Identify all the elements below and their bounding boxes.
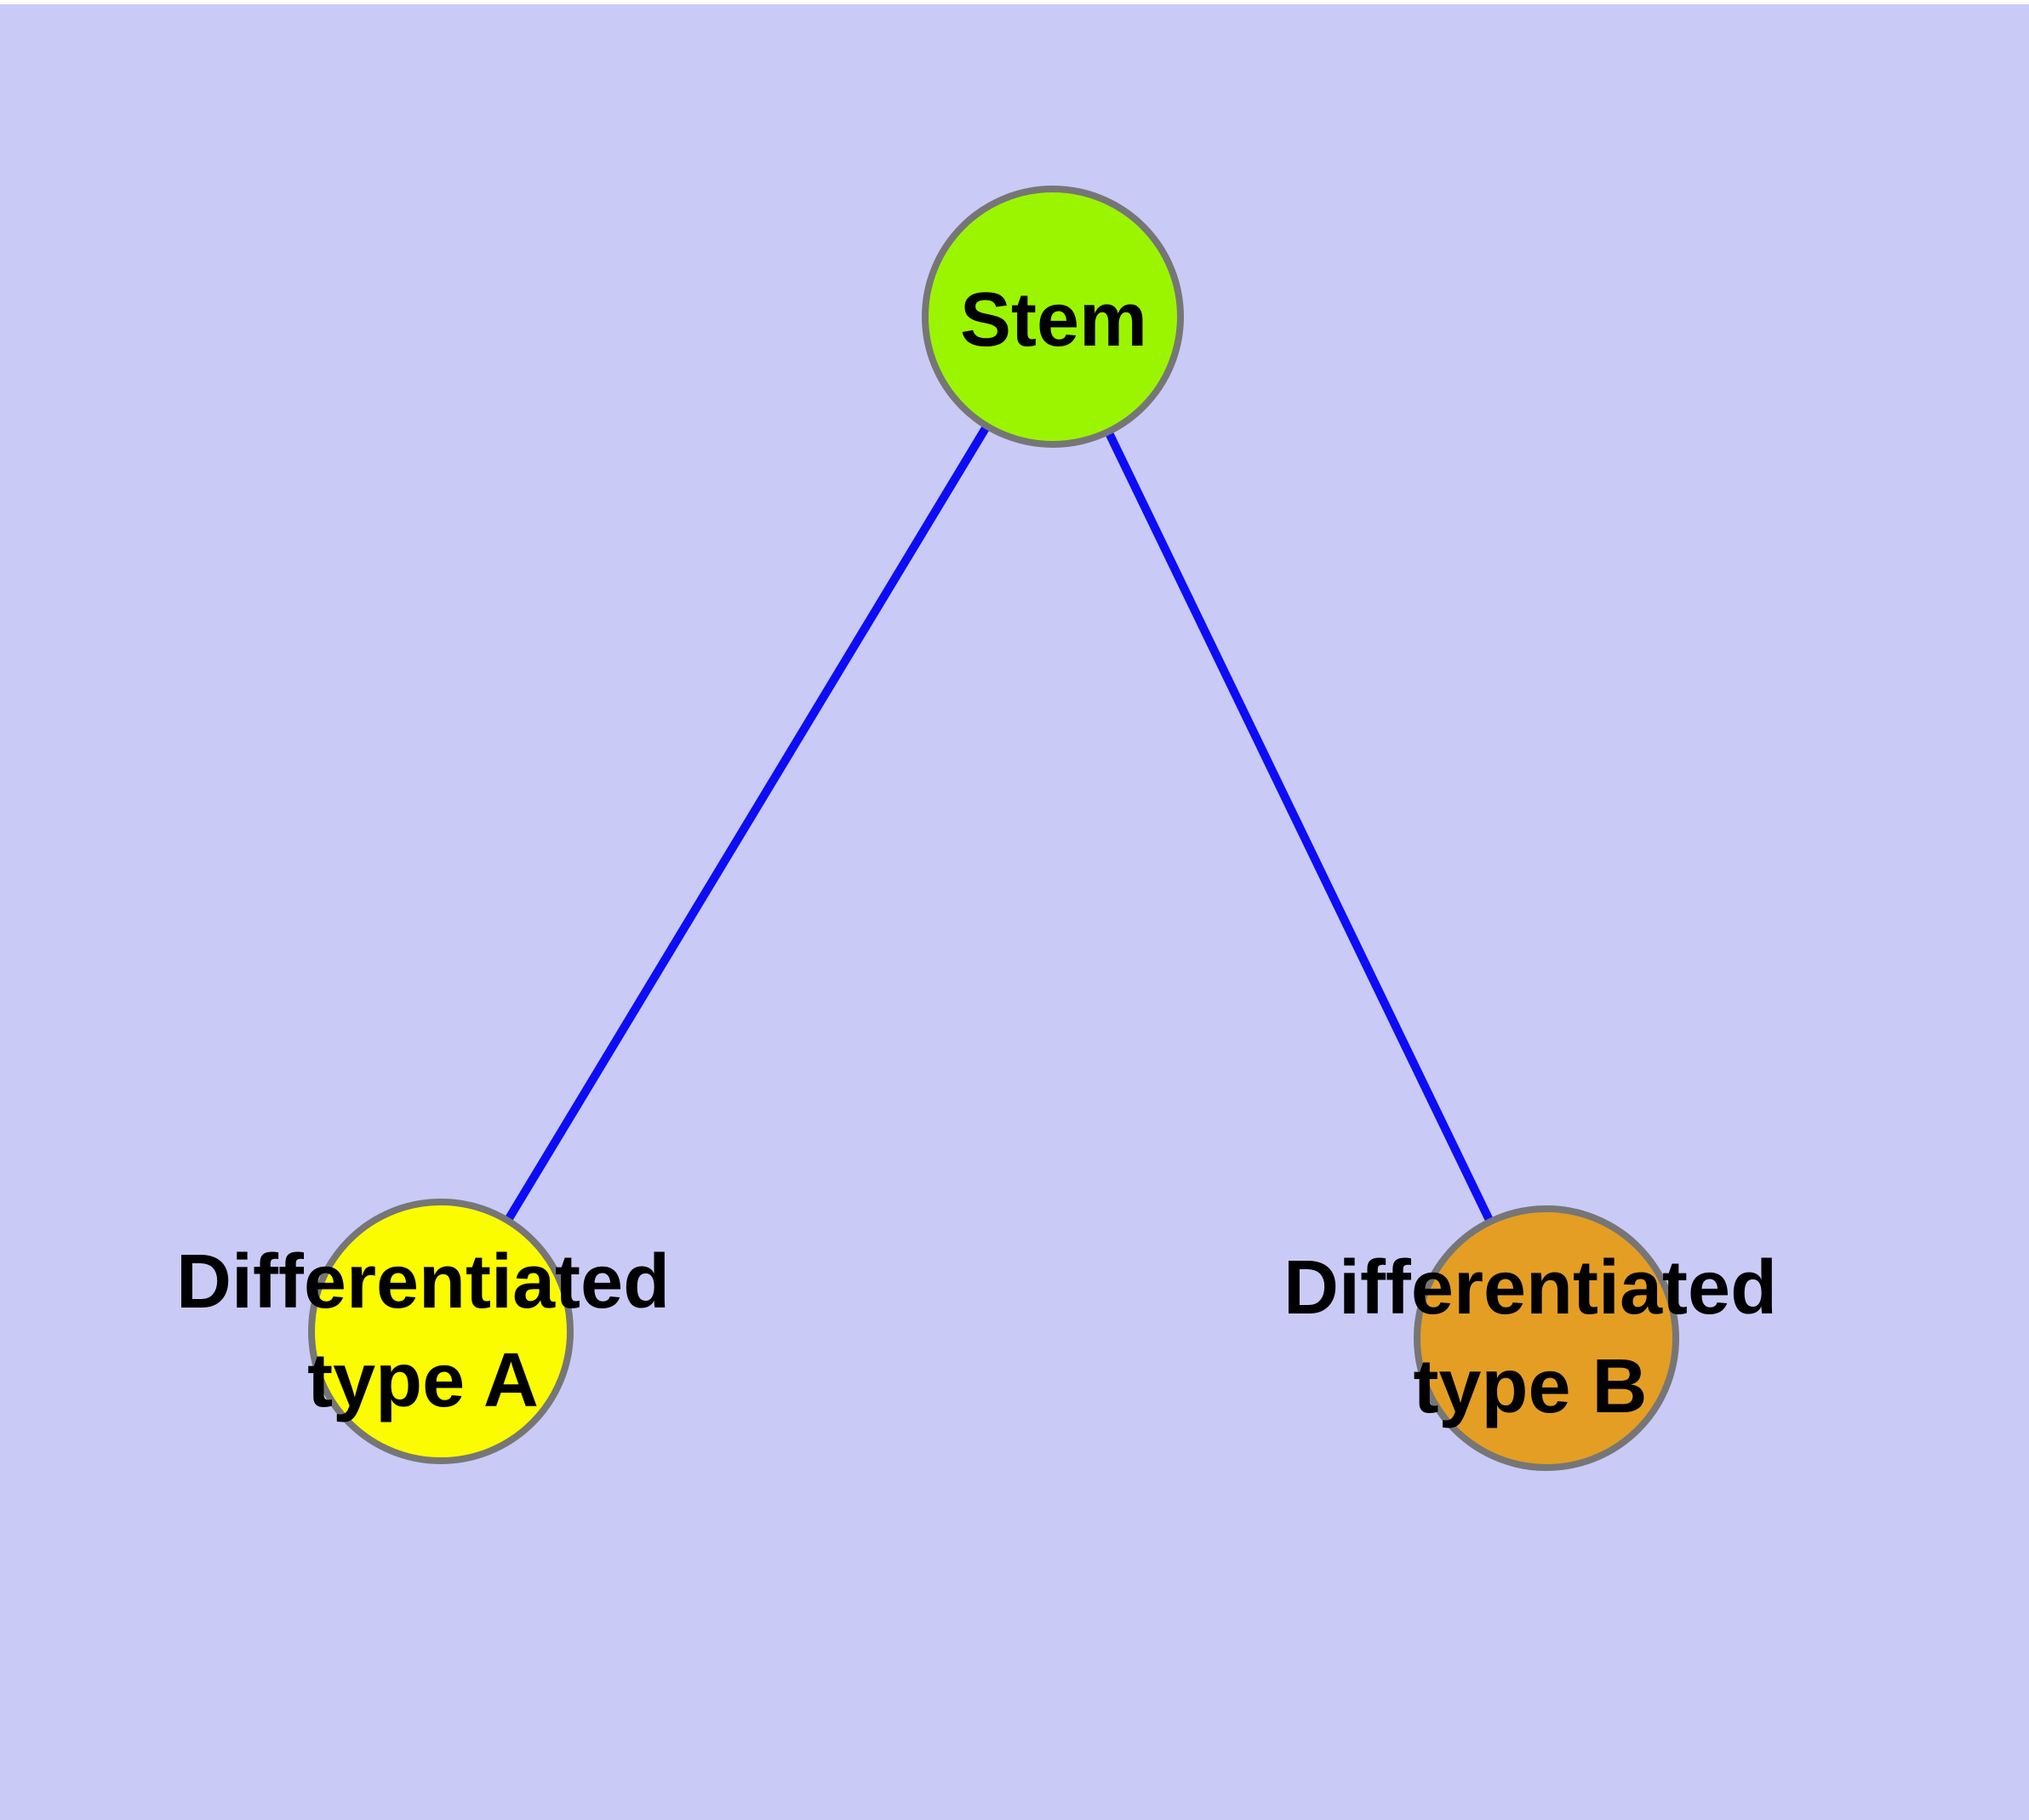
node-type-a-label-line2: type A (307, 1338, 539, 1423)
node-stem-label: Stem (960, 271, 1147, 369)
node-type-b-label-line2: type B (1413, 1344, 1648, 1429)
edge-stem-to-type-a (437, 314, 1057, 1334)
node-type-a-label-line1: Differentiated (175, 1239, 671, 1325)
edge-stem-to-type-b (1049, 314, 1551, 1341)
node-type-a-label: Differentiated type A (176, 1233, 670, 1430)
node-type-b-label: Differentiated type B (1283, 1239, 1777, 1436)
node-type-a-circle (308, 1199, 574, 1464)
node-stem-label-text: Stem (959, 278, 1148, 363)
node-type-b-label-line1: Differentiated (1283, 1245, 1778, 1331)
node-type-b-circle (1414, 1205, 1679, 1471)
node-stem-circle (922, 186, 1184, 448)
